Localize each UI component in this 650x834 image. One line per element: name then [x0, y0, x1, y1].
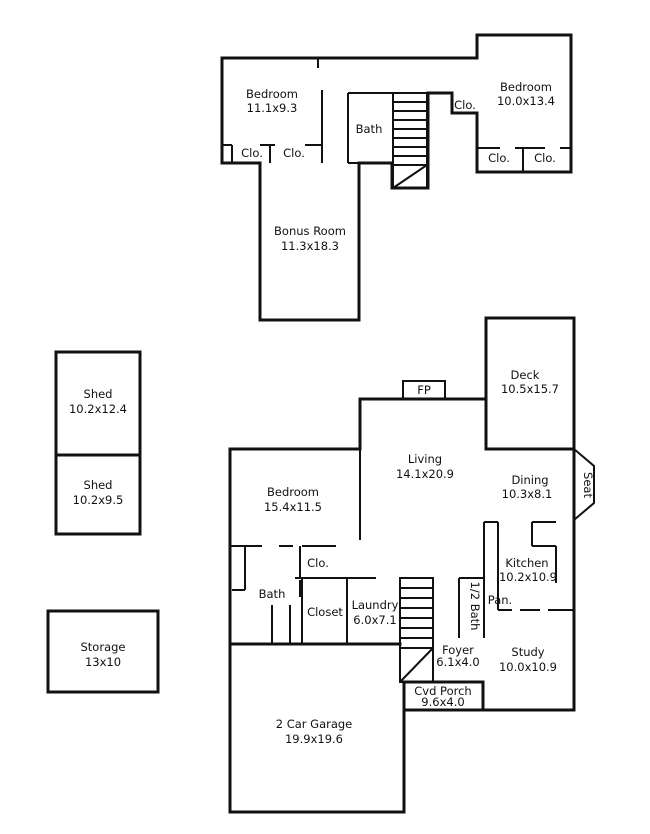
upper-floor-walls [220, 33, 573, 322]
outbuildings [46, 350, 160, 694]
dining-dims: 10.3x8.1 [502, 487, 553, 501]
main-bedroom-name: Bedroom [267, 485, 319, 499]
seat-bay [573, 448, 595, 521]
garage-name: 2 Car Garage [276, 717, 353, 731]
upper-stairs [392, 92, 428, 189]
foyer-dims: 6.1x4.0 [436, 655, 479, 669]
dining-name: Dining [511, 473, 548, 487]
upper-bath-name: Bath [356, 122, 383, 136]
storage-name: Storage [81, 640, 126, 654]
garage-dims: 19.9x19.6 [285, 732, 343, 746]
upper-clo-1: Clo. [454, 98, 476, 112]
main-bath-label: Bath [259, 587, 286, 601]
shed-outline [54, 350, 142, 536]
main-bedroom-dims: 15.4x11.5 [264, 500, 322, 514]
upper-clo-4: Clo. [488, 151, 510, 165]
laundry-dims: 6.0x7.1 [353, 613, 396, 627]
bath-closet-walls [230, 545, 376, 644]
upper-clo-3: Clo. [283, 146, 305, 160]
shed-1-dims: 10.2x12.4 [69, 402, 127, 416]
study-dims: 10.0x10.9 [499, 660, 557, 674]
living-dims: 14.1x20.9 [396, 467, 454, 481]
deck-name: Deck [511, 368, 540, 382]
upper-bedroom-left-divider [222, 58, 323, 163]
living-name: Living [408, 452, 442, 466]
half-bath-label: 1/2 Bath [468, 582, 482, 631]
foyer-name: Foyer [442, 643, 474, 657]
porch-name: Cvd Porch [414, 684, 471, 698]
upper-clo-5: Clo. [534, 151, 556, 165]
shed-2-dims: 10.2x9.5 [73, 493, 124, 507]
main-clo-label: Clo. [307, 556, 329, 570]
fireplace-label: FP [417, 383, 431, 397]
main-stairs [399, 577, 434, 683]
upper-bedroom-right-dims: 10.0x13.4 [497, 94, 555, 108]
deck-dims: 10.5x15.7 [501, 382, 559, 396]
bonus-room-name: Bonus Room [274, 224, 346, 238]
upper-floor [220, 33, 573, 322]
storage-dims: 13x10 [85, 655, 121, 669]
kitchen-name: Kitchen [505, 556, 548, 570]
shed-2-name: Shed [84, 478, 113, 492]
upper-bath-walls [347, 92, 392, 164]
study-name: Study [511, 645, 544, 659]
upper-bedroom-left-dims: 11.1x9.3 [247, 101, 298, 115]
seat-label: Seat [581, 472, 595, 498]
upper-clo-2: Clo. [241, 146, 263, 160]
laundry-name: Laundry [352, 598, 399, 612]
half-bath-walls [458, 521, 499, 638]
pantry-label: Pan. [488, 593, 512, 607]
bonus-room-dims: 11.3x18.3 [281, 239, 339, 253]
porch-dims: 9.6x4.0 [421, 695, 464, 709]
kitchen-dims: 10.2x10.9 [499, 570, 557, 584]
fireplace-box [402, 380, 446, 400]
shed-1-name: Shed [84, 387, 113, 401]
porch-outline [402, 680, 485, 712]
storage-outline [46, 609, 160, 694]
closet-label: Closet [307, 605, 343, 619]
kitchen-walls [498, 521, 574, 611]
upper-bedroom-right-name: Bedroom [500, 80, 552, 94]
upper-bedroom-left-name: Bedroom [246, 87, 298, 101]
main-floor [228, 316, 595, 814]
upper-bedroom-right-closets [477, 147, 571, 172]
